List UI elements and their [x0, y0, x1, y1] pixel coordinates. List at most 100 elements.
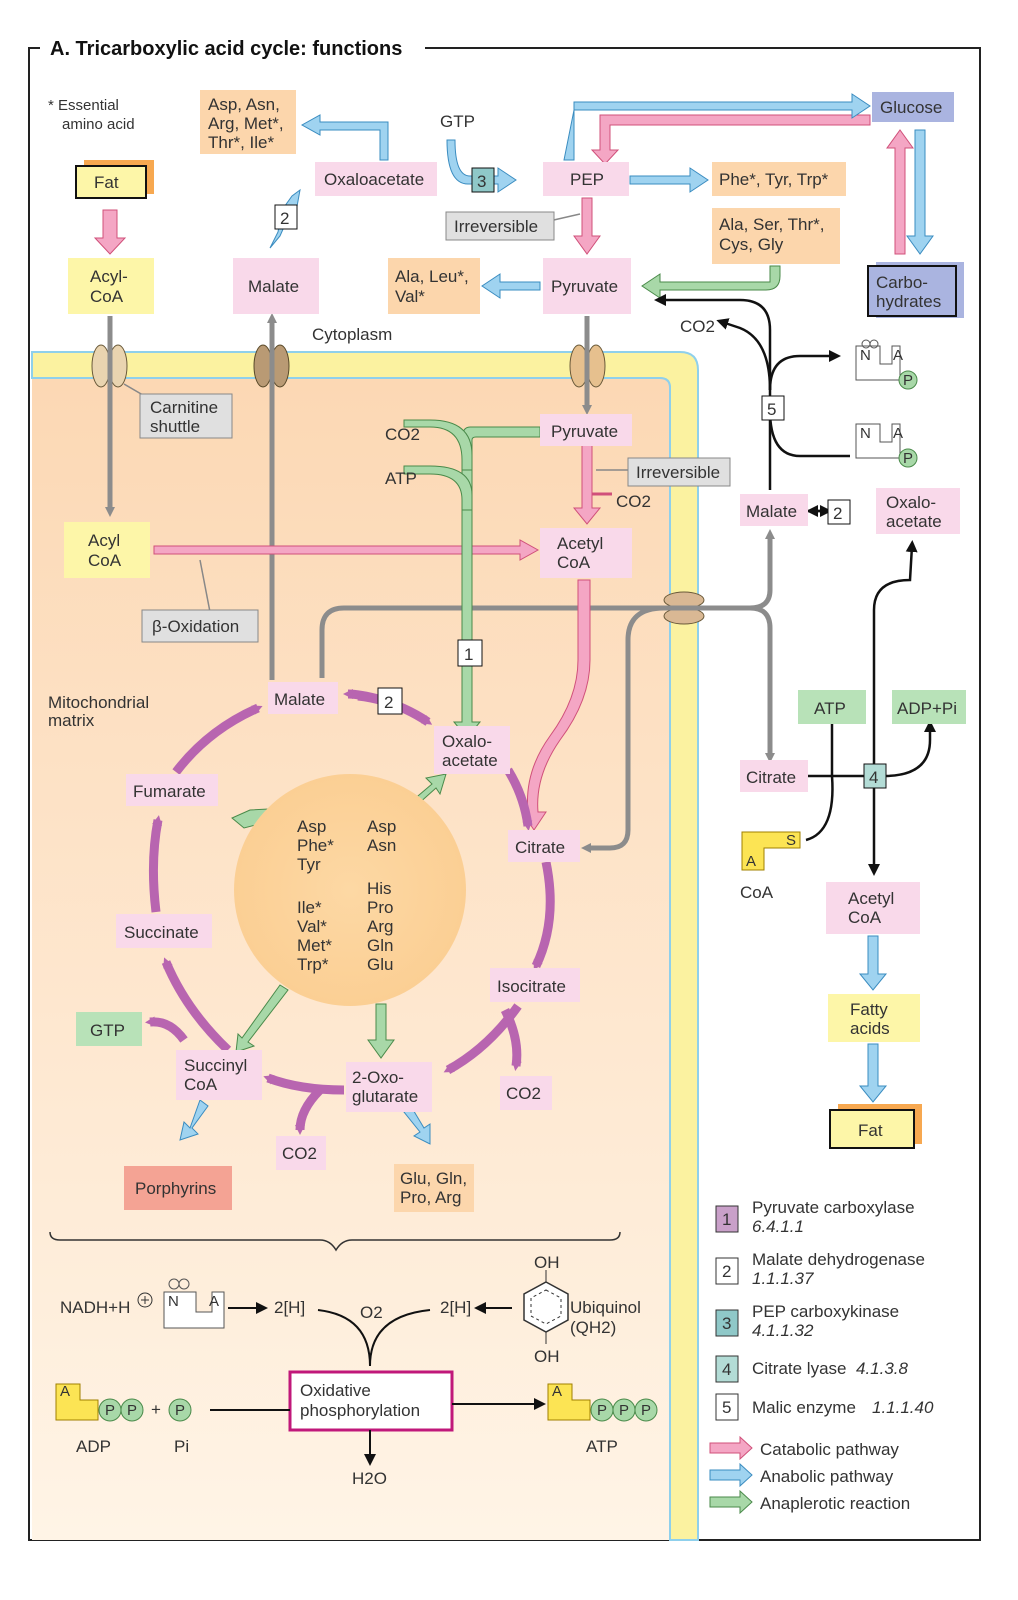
atp-right-label: ATP — [814, 699, 846, 718]
acyl-coa-mito-box — [64, 522, 150, 578]
co2-pdh-label: CO2 — [616, 492, 651, 511]
atp-symbol: A P P P — [547, 1383, 658, 1422]
central-amino-acids: Asp Phe* Tyr Asp Asn Ile* Val* Met* Trp*… — [297, 817, 396, 974]
footnote-line-1: * Essential — [48, 97, 119, 114]
irreversible-1-box — [445, 211, 555, 241]
pyruvate-mito-label: Pyruvate — [551, 422, 618, 441]
acetyl-coa-right-box — [826, 882, 920, 934]
o2-label: O2 — [360, 1303, 383, 1322]
oxoglutarate-l2: glutarate — [352, 1087, 418, 1106]
phe-tyr-trp-box — [712, 162, 846, 196]
nadp-1-p: P — [903, 372, 913, 389]
adp-a-letter: A — [60, 1383, 70, 1400]
coa-s-letter: S — [786, 832, 796, 849]
enzyme-1-num: 1 — [464, 645, 473, 664]
coa-to-lyase — [805, 775, 834, 842]
ubiquinol-ring — [523, 1270, 569, 1344]
aa-left-top-1: Asp — [297, 817, 326, 836]
electron-merge-lines — [317, 1309, 431, 1367]
oxphos-brace — [49, 1231, 621, 1252]
isocitrate-label: Isocitrate — [497, 977, 566, 996]
atp-matrix-label: ATP — [385, 469, 417, 488]
enzyme-1 — [457, 639, 483, 667]
malate-cyto-box — [233, 258, 319, 314]
gtp-cycle-box — [76, 1012, 142, 1046]
legend-enzyme-4-num: 4 — [722, 1360, 731, 1379]
legend-catabolic-arrow — [709, 1435, 753, 1461]
fat-top-label: Fat — [94, 173, 119, 192]
succinyl-to-porphyrins-arrow — [179, 1099, 209, 1141]
pep-to-phe-arrow — [629, 167, 709, 193]
enzyme-2-cycle — [377, 687, 403, 715]
enzyme-5-num: 5 — [767, 400, 776, 419]
fat-bottom-label: Fat — [858, 1121, 883, 1140]
pep-label: PEP — [570, 170, 604, 189]
adp-p1: P — [105, 1402, 115, 1419]
oaa-cycle-box — [434, 726, 510, 774]
adp-label: ADP — [76, 1437, 111, 1456]
phe-tyr-trp-label: Phe*, Tyr, Trp* — [719, 170, 829, 189]
gtp-pepck-arrow — [446, 139, 517, 193]
oaa-to-amino-arrow — [300, 114, 389, 161]
glucose-label: Glucose — [880, 98, 942, 117]
ala-ser-l2: Cys, Gly — [719, 235, 784, 254]
pdh-arrow — [572, 444, 602, 525]
fumarate-box — [126, 774, 218, 806]
acetyl-coa-mito-l2: CoA — [557, 553, 591, 572]
atp-a-letter: A — [552, 1383, 562, 1400]
acyl-coa-cyto-l2: CoA — [90, 287, 124, 306]
pi-symbol: P — [168, 1398, 192, 1422]
legend-enzyme-2-ec: 1.1.1.37 — [752, 1269, 814, 1288]
legend-enzyme-4: 4 Citrate lyase 4.1.3.8 — [715, 1355, 909, 1383]
enzyme-2-cyto-num: 2 — [280, 209, 289, 228]
enzyme-2-right — [827, 499, 851, 525]
succinate-to-fumarate — [148, 815, 163, 913]
pep-to-glucose-arrow — [563, 93, 871, 161]
succinyl-coa-box — [176, 1050, 262, 1100]
legend-enzyme-2: 2 Malate dehydrogenase 1.1.1.37 — [715, 1250, 925, 1288]
carnitine-box — [139, 393, 233, 439]
pep-to-pyruvate-arrow — [573, 197, 601, 255]
amino-to-pyruvate-arrow — [641, 265, 781, 299]
beta-ox-pointer — [199, 559, 211, 613]
title-backdrop — [40, 34, 425, 62]
oaa-right-l2: acetate — [886, 512, 942, 531]
carnitine-l1: Carnitine — [150, 398, 218, 417]
succinyl-coa-l2: CoA — [184, 1075, 218, 1094]
enzyme-3-cyto — [471, 167, 495, 193]
diagram-title: A. Tricarboxylic acid cycle: functions — [50, 38, 402, 60]
acyl-coa-cyto-l1: Acyl- — [90, 267, 128, 286]
nadp-symbol-1: N A P — [855, 339, 918, 390]
malic-co2-out — [716, 318, 772, 391]
enzyme-lines — [654, 294, 936, 876]
co2-right-label: CO2 — [680, 317, 715, 336]
coa-symbol: A S — [741, 831, 801, 871]
plus-sign: + — [151, 1400, 161, 1419]
enzyme-4-num: 4 — [869, 768, 878, 787]
malate-cycle-box — [268, 682, 338, 714]
legend-enzyme-2-num: 2 — [722, 1262, 731, 1281]
legend-enzyme-3: 3 PEP carboxykinase 4.1.1.32 — [715, 1302, 899, 1340]
malic-enzyme-to-pyruvate — [654, 294, 772, 490]
legend-enzyme-4-swatch — [715, 1355, 739, 1383]
succinyl-gtp — [145, 1016, 188, 1043]
pi-label: Pi — [174, 1437, 189, 1456]
legend-anaplerotic-arrow — [709, 1489, 753, 1515]
aa-right-bottom-5: Glu — [367, 955, 393, 974]
oxo-co2 — [295, 1086, 324, 1135]
fatty-acids-l1: Fatty — [850, 1000, 888, 1019]
adp-p2: P — [127, 1402, 137, 1419]
fat-to-acyl-arrow — [93, 209, 127, 255]
nadp-2-p: P — [903, 450, 913, 467]
nadp-1-n: N — [860, 347, 871, 364]
legend-enzyme-5: 5 Malic enzyme 1.1.1.40 — [715, 1393, 934, 1421]
amino-top-box — [200, 90, 296, 154]
gtp-top-label: GTP — [440, 112, 475, 131]
enzyme-3-cyto-num: 3 — [477, 172, 486, 191]
malate-right-label: Malate — [746, 502, 797, 521]
legend-enzyme-4-ec: 4.1.3.8 — [856, 1359, 909, 1378]
coa-a-letter: A — [746, 853, 756, 870]
citrate-to-isocitrate — [531, 861, 555, 971]
oxphos-box — [288, 1370, 454, 1432]
